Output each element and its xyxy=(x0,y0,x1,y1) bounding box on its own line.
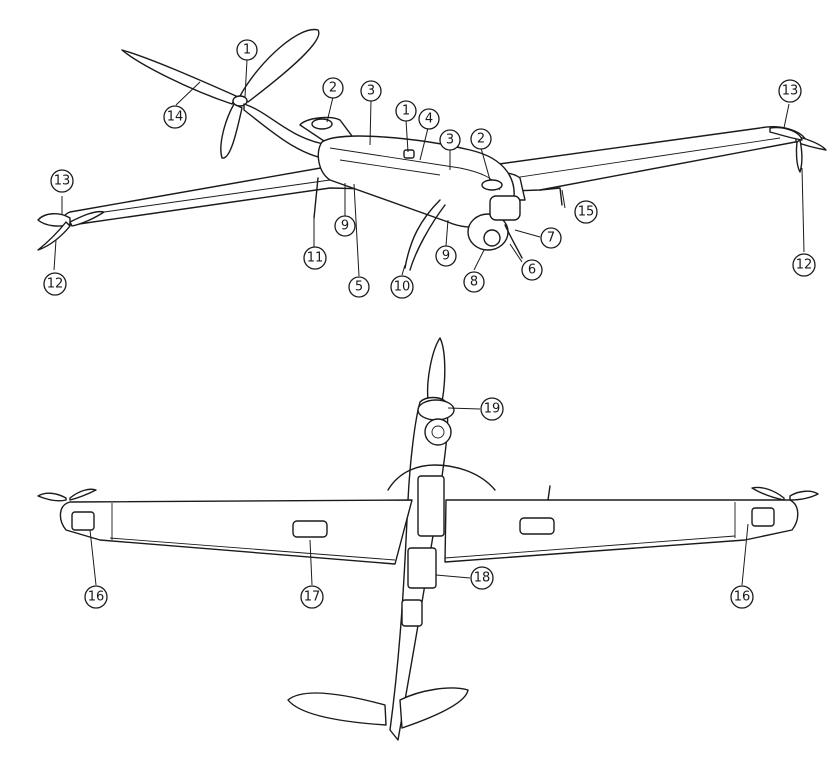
landing-gear-right xyxy=(504,224,523,259)
callout-2b: 2 xyxy=(470,128,492,150)
fuselage-panel-upper xyxy=(417,475,445,537)
callout-2a: 2 xyxy=(322,77,344,99)
callout-7: 7 xyxy=(540,227,562,249)
svg-text:14: 14 xyxy=(167,110,184,125)
landing-gear-rear xyxy=(313,177,319,219)
callout-8: 8 xyxy=(463,271,485,293)
svg-text:2: 2 xyxy=(477,132,485,147)
rear-propeller-blade-upper xyxy=(239,28,320,103)
svg-text:15: 15 xyxy=(578,205,595,220)
svg-text:8: 8 xyxy=(470,275,478,290)
svg-text:16: 16 xyxy=(88,590,105,605)
svg-text:5: 5 xyxy=(355,280,363,295)
tail-left xyxy=(287,692,387,726)
svg-text:10: 10 xyxy=(394,280,411,295)
callout-4: 4 xyxy=(418,108,440,130)
tail-right xyxy=(399,687,469,729)
svg-text:12: 12 xyxy=(796,258,813,273)
callout-14: 14 xyxy=(163,105,187,129)
svg-text:9: 9 xyxy=(341,219,349,234)
landing-gear-front xyxy=(404,199,441,269)
callout-16a: 16 xyxy=(84,585,108,609)
underside-leaders xyxy=(89,407,749,586)
callout-1a: 1 xyxy=(236,39,258,61)
svg-text:4: 4 xyxy=(425,112,433,127)
svg-text:13: 13 xyxy=(54,174,71,189)
svg-text:18: 18 xyxy=(474,571,491,586)
left-wingtip-panel xyxy=(71,511,95,531)
callout-9b: 9 xyxy=(435,245,457,267)
callout-1b: 1 xyxy=(395,100,417,122)
callout-17: 17 xyxy=(300,585,324,609)
underside-wing-left xyxy=(59,499,413,565)
callout-16b: 16 xyxy=(730,585,754,609)
svg-text:11: 11 xyxy=(307,251,324,266)
right-wingtip-panel xyxy=(751,507,775,527)
perspective-leaders xyxy=(53,59,805,277)
svg-text:13: 13 xyxy=(782,84,799,99)
underside-camera-housing xyxy=(417,399,455,421)
callout-18: 18 xyxy=(470,566,494,590)
fuselage-panel-mid xyxy=(407,547,437,589)
left-wing-hatch xyxy=(292,520,328,538)
svg-text:7: 7 xyxy=(547,231,555,246)
svg-text:1: 1 xyxy=(243,43,251,58)
callout-3a: 3 xyxy=(360,80,382,102)
rear-propeller-hub xyxy=(232,95,248,107)
svg-text:9: 9 xyxy=(442,249,450,264)
camera-lens xyxy=(483,229,501,247)
svg-text:19: 19 xyxy=(484,402,501,417)
rear-propeller-blade-lower xyxy=(220,103,243,159)
callout-3b: 3 xyxy=(439,129,461,151)
callout-15: 15 xyxy=(574,200,598,224)
callout-12a: 12 xyxy=(43,272,67,296)
callout-11: 11 xyxy=(303,246,327,270)
svg-text:17: 17 xyxy=(304,590,321,605)
underside-landing-gear xyxy=(387,464,496,491)
callout-9a: 9 xyxy=(334,215,356,237)
underside-left-tip-propeller xyxy=(37,492,67,502)
landing-gear-front-2 xyxy=(409,204,446,271)
callout-10: 10 xyxy=(390,275,414,299)
svg-text:3: 3 xyxy=(367,84,375,99)
fuselage-panel-lower xyxy=(401,599,423,627)
underside-camera-lens xyxy=(424,418,452,446)
gps-module xyxy=(403,149,415,159)
underside-wing-right xyxy=(444,499,799,563)
callout-19: 19 xyxy=(480,397,504,421)
callout-5: 5 xyxy=(348,276,370,298)
nose-propeller xyxy=(426,337,446,403)
callout-13a: 13 xyxy=(50,169,74,193)
perspective-view xyxy=(37,28,827,271)
callout-6: 6 xyxy=(521,259,543,281)
svg-text:2: 2 xyxy=(329,81,337,96)
svg-text:16: 16 xyxy=(734,590,751,605)
svg-text:3: 3 xyxy=(446,133,454,148)
underside-view xyxy=(37,337,819,741)
motor-right xyxy=(481,179,503,191)
right-wing-hatch xyxy=(519,517,555,535)
callout-12b: 12 xyxy=(792,253,816,277)
motor-left xyxy=(311,118,333,130)
callout-13b: 13 xyxy=(778,79,802,103)
svg-text:1: 1 xyxy=(402,104,410,119)
svg-text:6: 6 xyxy=(528,263,536,278)
svg-text:12: 12 xyxy=(47,277,64,292)
camera-mount xyxy=(489,195,521,221)
rear-propeller-blade-left xyxy=(121,49,237,105)
